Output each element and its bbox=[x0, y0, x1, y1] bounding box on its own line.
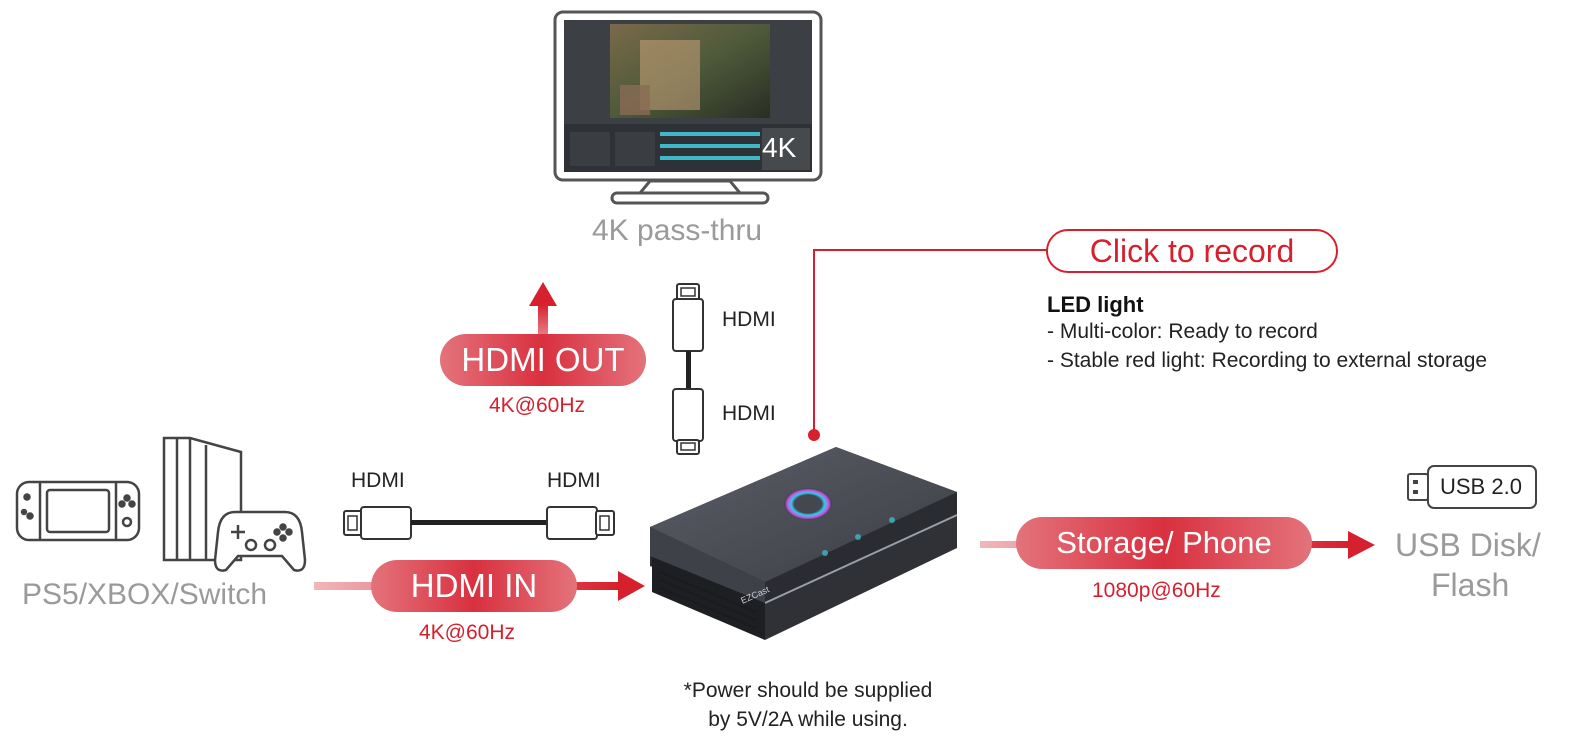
usb-version-badge: USB 2.0 bbox=[1440, 474, 1522, 499]
usb-disk-line2: Flash bbox=[1431, 567, 1510, 603]
vertical-cable-top-label: HDMI bbox=[722, 308, 776, 331]
hdmi-out-arrow bbox=[529, 282, 557, 340]
storage-spec: 1080p@60Hz bbox=[1092, 579, 1221, 602]
horizontal-hdmi-cable bbox=[343, 506, 615, 540]
vertical-cable-bottom-label: HDMI bbox=[722, 402, 776, 425]
power-note-line1: *Power should be supplied bbox=[683, 679, 933, 702]
capture-device bbox=[650, 447, 958, 640]
power-note-line2: by 5V/2A while using. bbox=[708, 708, 908, 731]
record-connector bbox=[808, 249, 1047, 441]
monitor-caption: 4K pass-thru bbox=[592, 214, 763, 247]
gamepad-icon bbox=[213, 510, 307, 572]
led-light-title: LED light bbox=[1047, 292, 1144, 317]
hdmi-out-spec: 4K@60Hz bbox=[489, 394, 586, 417]
led-line-ready: - Multi-color: Ready to record bbox=[1047, 320, 1318, 343]
hdmi-in-spec: 4K@60Hz bbox=[419, 621, 516, 644]
power-note: *Power should be supplied by 5V/2A while… bbox=[608, 676, 1008, 734]
led-line-recording: - Stable red light: Recording to externa… bbox=[1047, 349, 1488, 372]
hdmi-out-label: HDMI OUT bbox=[440, 334, 646, 386]
consoles-caption: PS5/XBOX/Switch bbox=[22, 578, 268, 611]
monitor-4k-badge: 4K bbox=[762, 132, 797, 163]
switch-console-icon bbox=[15, 480, 141, 542]
usb-disk-line1: USB Disk/ bbox=[1395, 527, 1541, 563]
usb-stick-icon bbox=[1407, 465, 1537, 509]
hdmi-in-label: HDMI IN bbox=[371, 560, 577, 612]
horizontal-cable-left-label: HDMI bbox=[351, 469, 405, 492]
horizontal-cable-right-label: HDMI bbox=[547, 469, 601, 492]
vertical-hdmi-cable bbox=[672, 283, 704, 455]
monitor-icon bbox=[553, 10, 823, 205]
click-to-record-callout: Click to record bbox=[1046, 229, 1338, 273]
storage-phone-label: Storage/ Phone bbox=[1016, 517, 1312, 569]
